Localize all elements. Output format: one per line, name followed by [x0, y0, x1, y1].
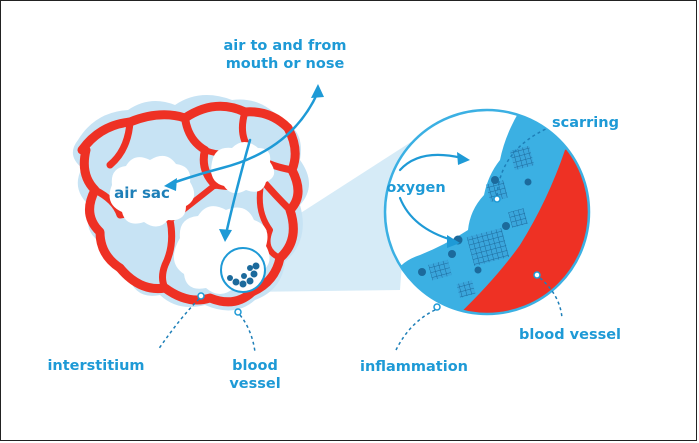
scarring-label: scarring: [552, 115, 619, 131]
interstitium-dot: [198, 293, 204, 299]
air-sac-label: air sac: [114, 184, 170, 202]
blood-vessel-left-line2: vessel: [229, 376, 280, 392]
interstitium-label: interstitium: [47, 358, 144, 374]
scarring-dot: [494, 196, 500, 202]
air-flow-label-line2: mouth or nose: [226, 56, 345, 72]
air-flow-label-line1: air to and from: [224, 38, 347, 54]
blood-vessel-right-label: blood vessel: [519, 327, 621, 343]
vessel-dot: [235, 309, 241, 315]
leader-inflammation: [396, 310, 435, 350]
blood-vessel-left-line1: blood: [232, 358, 278, 374]
air-up-arrowhead: [311, 84, 324, 98]
alveoli-cluster: [73, 95, 309, 315]
magnified-view: [385, 100, 620, 330]
inflammation-dot: [434, 304, 440, 310]
oxygen-label: oxygen: [386, 180, 445, 196]
inflammation-label: inflammation: [360, 359, 468, 375]
leader-blood-vessel-left: [240, 315, 255, 352]
blood-vessel-dot: [534, 272, 540, 278]
